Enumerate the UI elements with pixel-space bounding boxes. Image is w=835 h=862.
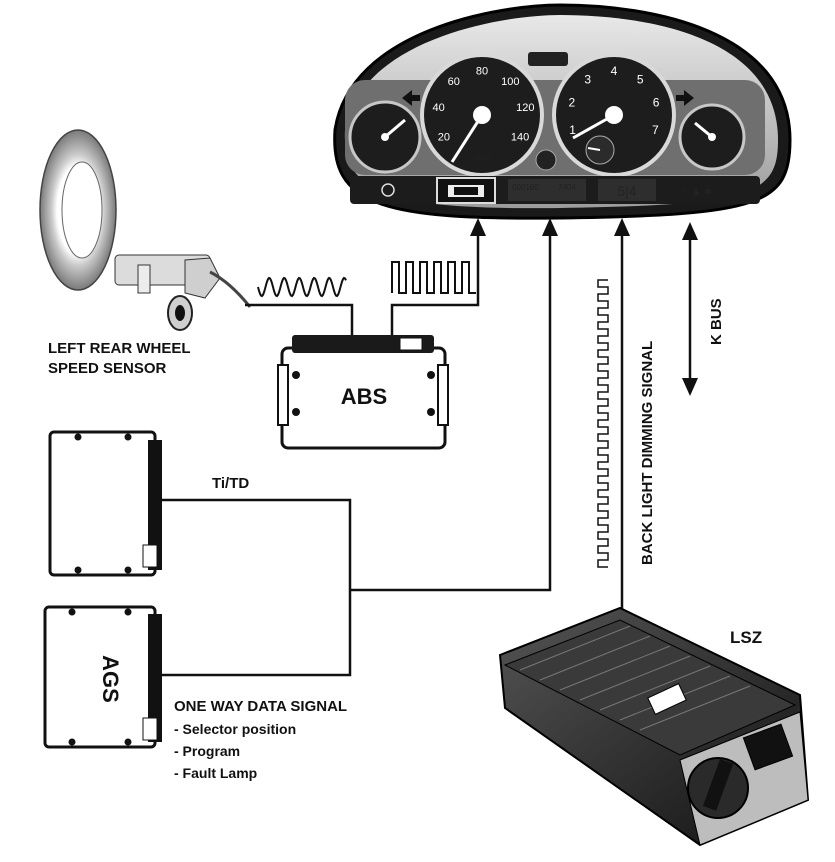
one-way-data-label: ONE WAY DATA SIGNAL [174, 698, 347, 715]
tacho-tick-3: 3 [584, 73, 591, 87]
speedo-tick-20: 20 [438, 132, 450, 144]
trip-value: 7404 [558, 183, 576, 192]
speedo-tick-100: 100 [501, 76, 519, 88]
tachometer: 1 23 4 56 7 [552, 53, 676, 177]
tacho-tick-4: 4 [611, 64, 618, 78]
bullet-fault-lamp: - Fault Lamp [174, 765, 257, 781]
wheel-sensor-label-line1: LEFT REAR WHEEL [48, 340, 191, 357]
speedometer-tick-labels: 20 40 60 80 100 120 140 [433, 66, 535, 144]
gear-display [598, 179, 656, 201]
speedo-tick-60: 60 [448, 76, 460, 88]
bullet-program: - Program [174, 743, 240, 759]
wheel-sensor-label-line2: SPEED SENSOR [48, 360, 167, 377]
ti-td-label: Ti/TD [212, 475, 249, 492]
fuel-gauge [678, 103, 746, 171]
signal-wires [160, 225, 692, 677]
check-engine-icon [381, 183, 395, 197]
left-turn-icon [402, 90, 420, 106]
right-turn-icon [676, 90, 694, 106]
backlight-pwm-signal [597, 279, 609, 568]
wheel-speed-sensor [39, 129, 252, 331]
speedo-tick-80: 80 [476, 66, 488, 78]
tacho-tick-6: 6 [653, 95, 660, 109]
speedometer-unit: MPH [474, 155, 490, 162]
square-wave-signal [391, 261, 476, 294]
tacho-tick-2: 2 [569, 95, 576, 109]
upper-control-module [48, 430, 162, 577]
tacho-tick-7: 7 [652, 123, 659, 137]
gear-display-value: 5|4 [617, 183, 636, 199]
economy-gauge [348, 100, 422, 174]
k-bus-label: K BUS [708, 298, 725, 345]
bullet-selector-position: - Selector position [174, 721, 296, 737]
speedometer: 20 40 60 80 100 120 140 MPH [420, 53, 544, 177]
speedo-tick-120: 120 [516, 102, 534, 114]
tachometer-tick-labels: 1 23 4 56 7 [569, 64, 660, 137]
sine-wave-signal [257, 276, 347, 298]
odometer-display [508, 179, 586, 201]
speedo-tick-140: 140 [511, 132, 529, 144]
tacho-tick-1: 1 [569, 123, 576, 137]
warning-icons: ⚠ ♟ ✱ [680, 187, 712, 198]
tacho-tick-5: 5 [637, 73, 644, 87]
ags-module [43, 605, 162, 749]
abs-label: ABS [341, 384, 387, 409]
arrowheads [470, 218, 698, 396]
abs-module [277, 335, 449, 450]
odometer-value: 000160 [512, 183, 539, 192]
ags-label: AGS [98, 655, 123, 703]
back-light-dimming-label: BACK LIGHT DIMMING SIGNAL [639, 341, 656, 565]
lsz-light-switch-module [498, 606, 810, 847]
lsz-label: LSZ [730, 628, 762, 647]
speedo-tick-40: 40 [433, 102, 445, 114]
